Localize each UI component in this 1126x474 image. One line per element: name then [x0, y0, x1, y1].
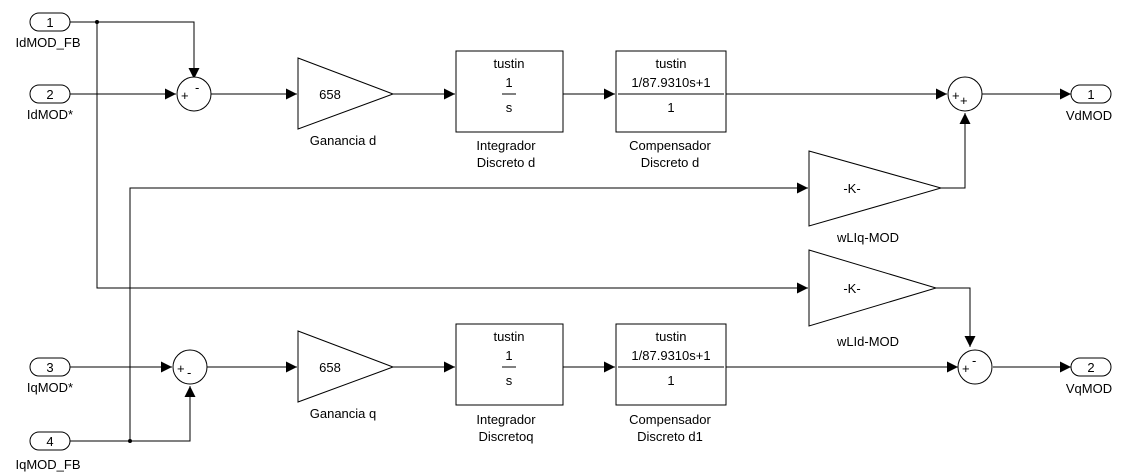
- gain-wlid-label: wLId-MOD: [836, 334, 899, 349]
- compensator-d-numerator: 1/87.9310s+1: [631, 75, 710, 90]
- gain-q-value: 658: [319, 360, 341, 375]
- outport-2-number: 2: [1087, 360, 1094, 375]
- sum-block-out-d[interactable]: + +: [947, 76, 983, 112]
- outport-1[interactable]: 1 VdMOD: [1066, 84, 1112, 123]
- compensator-q-method: tustin: [655, 329, 686, 344]
- inport-4-name: IqMOD_FB: [15, 457, 80, 472]
- inport-2-number: 2: [46, 87, 53, 102]
- integrator-block-q[interactable]: tustin 1 s Integrador Discretoq: [455, 323, 564, 444]
- sum-d-left-sign: +: [181, 88, 189, 103]
- compensator-block-q[interactable]: tustin 1/87.9310s+1 1 Compensador Discre…: [615, 323, 727, 444]
- inport-1-name: IdMOD_FB: [15, 35, 80, 50]
- inport-2[interactable]: 2 IdMOD*: [27, 84, 73, 122]
- inport-1-number: 1: [46, 15, 53, 30]
- gain-block-d[interactable]: 658 Ganancia d: [297, 57, 395, 148]
- integrator-q-numerator: 1: [505, 348, 512, 363]
- sum-out-q-top-sign: -: [972, 353, 976, 368]
- integrator-q-denominator: s: [506, 373, 513, 388]
- line-wliq-to-sum-out-d: [941, 113, 971, 189]
- line-wlid-to-sum-out-q: [936, 287, 976, 347]
- line-in1-to-sum-d: [70, 21, 200, 79]
- sum-block-d[interactable]: + -: [176, 76, 212, 112]
- outport-2[interactable]: 2 VqMOD: [1066, 357, 1112, 396]
- compensator-q-numerator: 1/87.9310s+1: [631, 348, 710, 363]
- gain-block-wlid[interactable]: -K- wLId-MOD: [808, 249, 938, 349]
- gain-q-label: Ganancia q: [310, 406, 377, 421]
- integrator-q-label-1: Integrador: [476, 412, 536, 427]
- sum-out-d-left-sign: +: [952, 88, 960, 103]
- sum-q-left-sign: +: [177, 361, 185, 376]
- outport-1-name: VdMOD: [1066, 108, 1112, 123]
- inport-4-number: 4: [46, 434, 53, 449]
- inport-1[interactable]: 1 IdMOD_FB: [15, 12, 81, 50]
- integrator-q-label-2: Discretoq: [479, 429, 534, 444]
- gain-d-value: 658: [319, 87, 341, 102]
- inport-3-number: 3: [46, 360, 53, 375]
- sum-out-q-left-sign: +: [962, 361, 970, 376]
- sum-block-q[interactable]: + -: [172, 349, 208, 385]
- sum-d-top-sign: -: [195, 80, 199, 95]
- compensator-d-denominator: 1: [667, 100, 674, 115]
- inport-3-name: IqMOD*: [27, 380, 73, 395]
- gain-wlid-value: -K-: [843, 281, 860, 296]
- compensator-q-denominator: 1: [667, 373, 674, 388]
- line-in4-to-wliq: [129, 182, 808, 441]
- inport-2-name: IdMOD*: [27, 107, 73, 122]
- compensator-q-label-2: Discreto d1: [637, 429, 703, 444]
- inport-4[interactable]: 4 IqMOD_FB: [15, 431, 81, 472]
- compensator-block-d[interactable]: tustin 1/87.9310s+1 1 Compensador Discre…: [615, 50, 727, 170]
- inport-3[interactable]: 3 IqMOD*: [27, 357, 73, 395]
- integrator-d-label-1: Integrador: [476, 138, 536, 153]
- sum-out-d-bottom-sign: +: [960, 93, 968, 108]
- gain-block-wliq[interactable]: -K- wLIq-MOD: [808, 150, 943, 245]
- integrator-block-d[interactable]: tustin 1 s Integrador Discreto d: [455, 50, 564, 170]
- sum-q-bottom-sign: -: [187, 365, 191, 380]
- integrator-d-numerator: 1: [505, 75, 512, 90]
- junction-in4: [128, 439, 132, 443]
- gain-block-q[interactable]: 658 Ganancia q: [297, 330, 395, 421]
- gain-wliq-label: wLIq-MOD: [836, 230, 899, 245]
- sum-block-out-q[interactable]: + -: [957, 349, 993, 385]
- integrator-d-method: tustin: [493, 56, 524, 71]
- integrator-d-denominator: s: [506, 100, 513, 115]
- signal-lines: [70, 21, 1071, 442]
- outport-2-name: VqMOD: [1066, 381, 1112, 396]
- gain-d-label: Ganancia d: [310, 133, 377, 148]
- compensator-d-method: tustin: [655, 56, 686, 71]
- integrator-q-method: tustin: [493, 329, 524, 344]
- compensator-d-label-2: Discreto d: [641, 155, 700, 170]
- line-in1-to-wlid: [96, 22, 808, 294]
- line-in4-to-sum-q: [70, 386, 196, 442]
- compensator-q-label-1: Compensador: [629, 412, 711, 427]
- integrator-d-label-2: Discreto d: [477, 155, 536, 170]
- outport-1-number: 1: [1087, 87, 1094, 102]
- gain-wliq-value: -K-: [843, 181, 860, 196]
- junction-in1: [95, 20, 99, 24]
- compensator-d-label-1: Compensador: [629, 138, 711, 153]
